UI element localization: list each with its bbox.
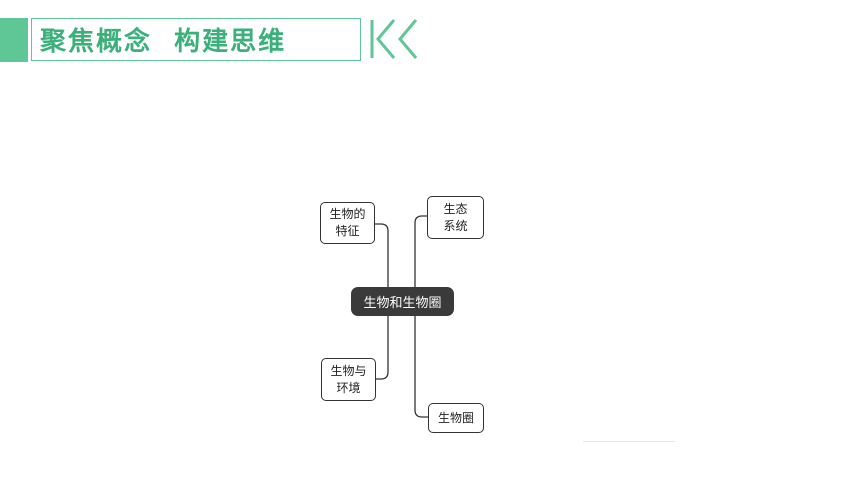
page-title: 聚焦概念 构建思维: [40, 27, 287, 57]
node-ecosystem: 生态 系统: [427, 196, 484, 239]
double-chevron-left-icon[interactable]: [369, 17, 419, 61]
faint-divider: [583, 441, 675, 442]
node-label: 生物的 特征: [329, 207, 366, 238]
header-title-box: 聚焦概念 构建思维: [31, 18, 361, 61]
center-node: 生物和生物圈: [351, 287, 454, 316]
header-accent-bar: [0, 18, 28, 62]
center-node-label: 生物和生物圈: [363, 296, 442, 311]
node-biosphere: 生物圈: [428, 403, 484, 433]
node-label: 生态 系统: [443, 201, 468, 233]
node-organism-environment: 生物与 环境: [321, 358, 376, 401]
node-label: 生物与 环境: [330, 363, 367, 395]
node-organism-traits: 生物的 特征: [320, 202, 375, 244]
node-label: 生物圈: [437, 410, 474, 425]
